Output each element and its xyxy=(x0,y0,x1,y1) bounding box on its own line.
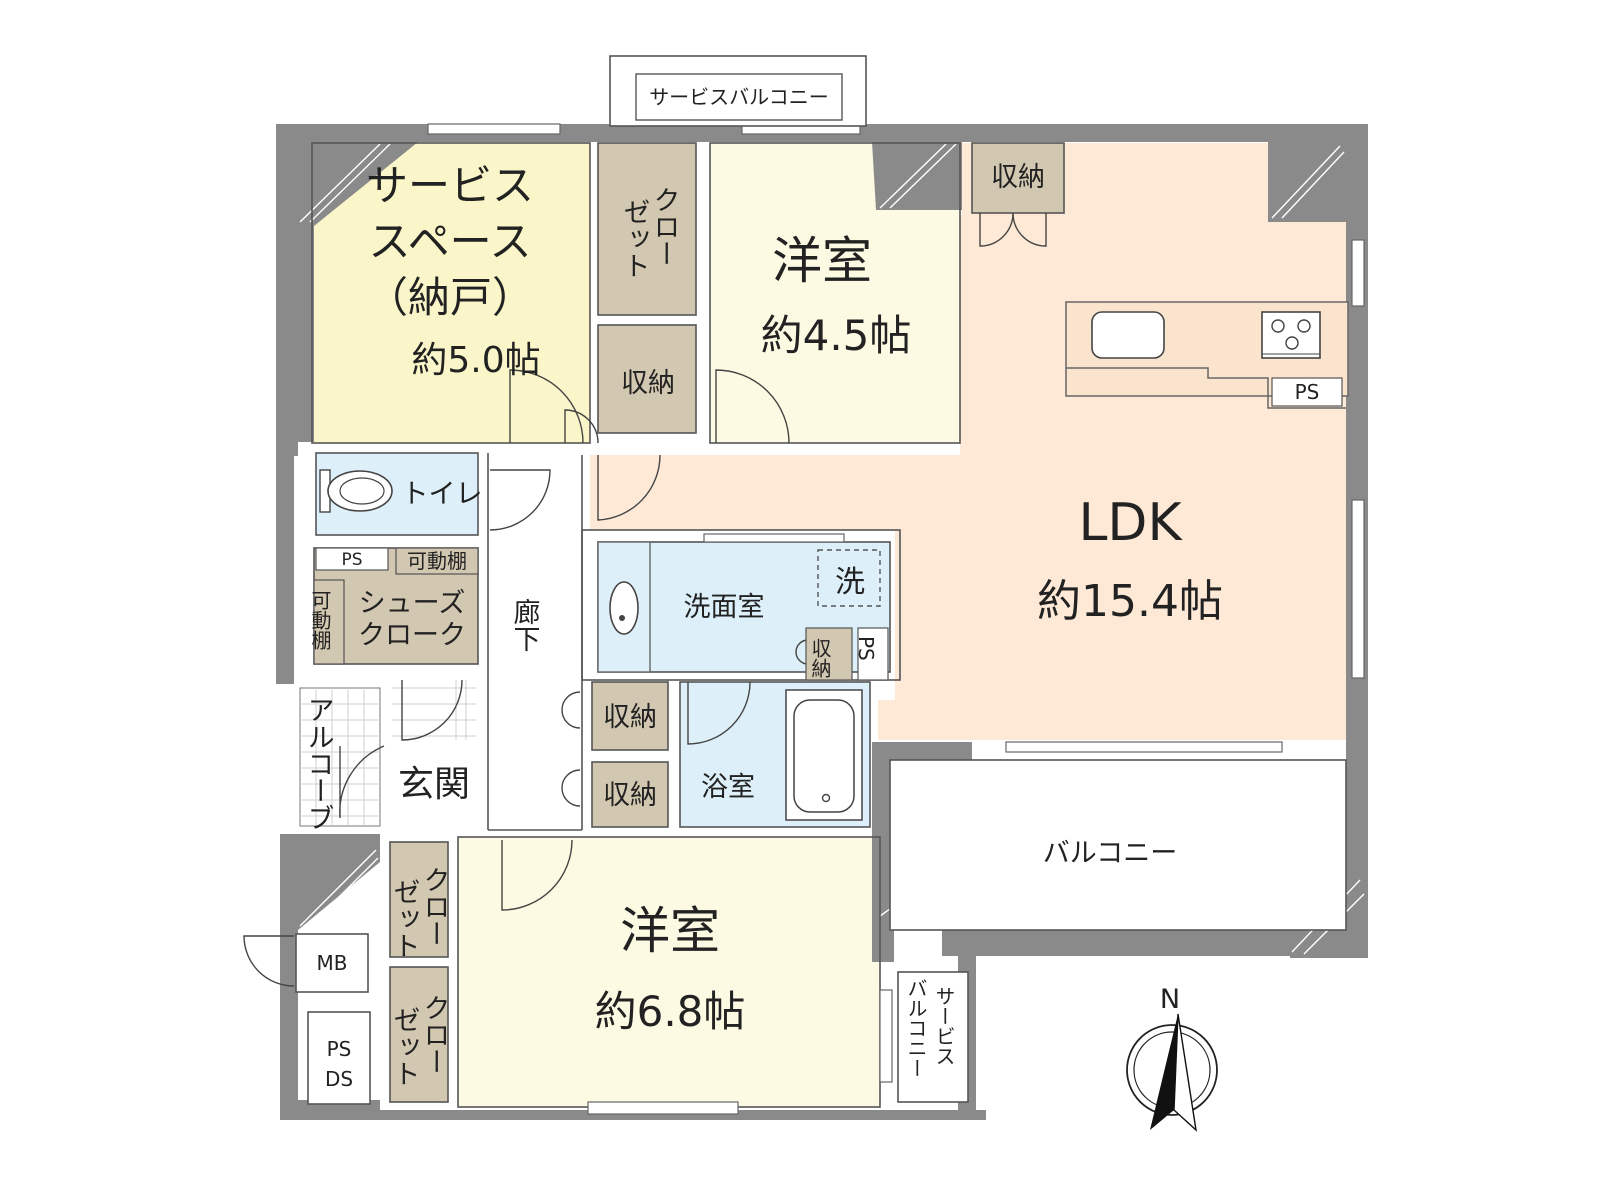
closet-south-2-col2: クロー xyxy=(419,994,450,1075)
movable-shelf-side xyxy=(313,579,345,665)
closet-north-fill xyxy=(598,143,696,315)
bathtub xyxy=(785,689,863,821)
bathroom-label: 浴室 xyxy=(701,772,755,803)
storage-ldk-fill xyxy=(972,143,1064,213)
compass-outer-ring xyxy=(1126,1024,1218,1116)
service-space-size: 約5.0帖 xyxy=(411,340,540,381)
interior-walls xyxy=(311,142,1065,1108)
door-swings xyxy=(339,212,1047,911)
ldk-size: 約15.4帖 xyxy=(1037,576,1223,627)
service-balcony-north-label: サービスバルコニー xyxy=(649,85,829,109)
ps-ds-line2: DS xyxy=(325,1067,353,1091)
mb-box xyxy=(295,933,369,993)
ps-wash-label: PS xyxy=(854,636,878,661)
hall-storage-2-fill xyxy=(592,762,668,827)
ldk-name: LDK xyxy=(1078,493,1183,553)
ldk-fill xyxy=(590,143,1346,740)
hall-storage-1-fill xyxy=(592,682,668,750)
closet-south-1-col2: クロー xyxy=(419,866,450,947)
western-south-size: 約6.8帖 xyxy=(595,987,746,1036)
compass-needle-light xyxy=(1173,1013,1197,1132)
western-north-size: 約4.5帖 xyxy=(761,311,912,360)
shoe-closet-line2: クローク xyxy=(358,620,466,651)
western-south-fill xyxy=(458,837,880,1107)
windows xyxy=(427,123,1365,1115)
movable-shelf-top xyxy=(395,547,479,575)
shoe-closet-line1: シューズ xyxy=(359,588,466,619)
compass: N xyxy=(1126,984,1218,1132)
service-space-fill xyxy=(312,143,590,443)
service-balcony-south-col2: サービス xyxy=(932,986,956,1066)
ps-box-wash xyxy=(857,627,889,681)
ps-kitchen-label: PS xyxy=(1295,380,1320,404)
compass-needle-dark xyxy=(1150,1014,1178,1130)
ps-box-kitchen xyxy=(1271,377,1343,407)
genkan-floor xyxy=(390,740,478,828)
closet-south-2-col1: ゼット xyxy=(389,1006,420,1087)
ps-ds-line1: PS xyxy=(327,1037,352,1061)
service-space-label-2: スペース xyxy=(369,217,532,266)
balcony-label: バルコニー xyxy=(1043,838,1177,869)
closet-north-col2: クロー xyxy=(649,186,680,267)
toilet-label: トイレ xyxy=(402,479,483,510)
hall-storage-1-label: 収納 xyxy=(603,702,657,733)
closet-south-1-fill xyxy=(390,842,448,957)
washer-space xyxy=(817,549,881,607)
mb-label: MB xyxy=(317,951,348,975)
service-balcony-south xyxy=(897,971,969,1103)
service-space-label-1: サービス xyxy=(366,161,534,210)
service-space-label-3: （納戸） xyxy=(366,273,534,322)
storage-north-label: 収納 xyxy=(621,368,675,399)
closet-south-1-col1: ゼット xyxy=(389,878,420,959)
alcove-label: アルコーブ xyxy=(303,696,334,831)
small-storage-box xyxy=(805,627,853,681)
service-balcony-south-col1: バルコニー xyxy=(904,978,928,1078)
kitchen-counter xyxy=(1065,301,1349,409)
movable-shelf-side-label: 可動棚 xyxy=(308,590,332,650)
storage-ldk-label: 収納 xyxy=(991,162,1045,193)
mb-door xyxy=(243,935,295,987)
western-south-name: 洋室 xyxy=(620,902,720,960)
balcony xyxy=(889,759,1347,931)
hall-storage-2-label: 収納 xyxy=(603,780,657,811)
hallway-label: 廊下 xyxy=(509,598,541,652)
washer-label: 洗 xyxy=(835,565,865,600)
closet-north-col1: ゼット xyxy=(619,198,650,279)
toilet-fixture xyxy=(319,469,393,513)
entrance-label: 玄関 xyxy=(398,764,470,805)
service-balcony-north-label-box xyxy=(635,73,843,121)
storage-north-fill xyxy=(598,325,696,433)
movable-shelf-top-label: 可動棚 xyxy=(407,549,467,573)
washroom-label: 洗面室 xyxy=(684,592,765,623)
ps-toilet-label: PS xyxy=(341,550,362,570)
ps-box-toilet xyxy=(315,547,389,571)
compass-n-label: N xyxy=(1160,984,1180,1015)
washbasin xyxy=(597,541,651,673)
small-storage-label: 収納 xyxy=(808,638,832,678)
closet-south-2-fill xyxy=(390,967,448,1102)
western-north-name: 洋室 xyxy=(772,232,872,290)
ps-ds-box xyxy=(307,1011,371,1105)
